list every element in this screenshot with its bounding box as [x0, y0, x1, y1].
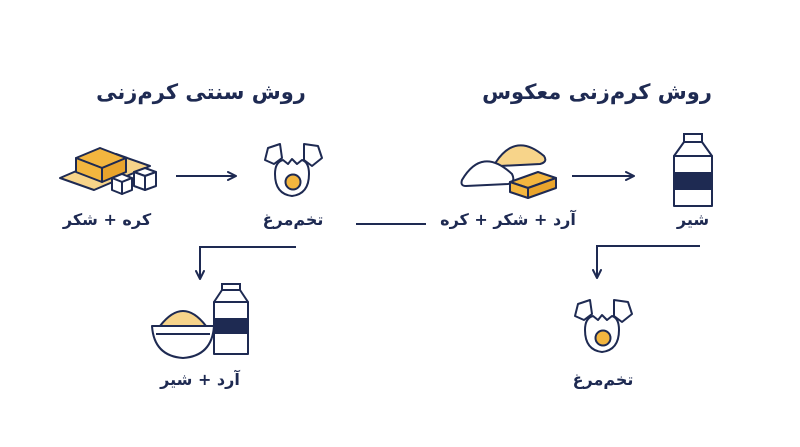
flow-arrow-milk-to-egg: [592, 245, 700, 279]
cracked-egg-icon: [264, 143, 323, 197]
flour-bowl-and-milk-carton-icon: [151, 283, 249, 359]
reverse-step1-label: آرد + شکر + کره: [440, 210, 576, 229]
butter-and-sugar-cubes-icon: [59, 147, 157, 195]
milk-carton-icon: [673, 133, 713, 207]
reverse-method-title: روش کرم‌زنی معکوس: [482, 80, 712, 104]
cracked-egg-icon: [574, 299, 633, 353]
reverse-step2-label: شیر: [676, 210, 710, 229]
traditional-step2-label: تخم‌مرغ: [262, 210, 324, 229]
traditional-step1-label: کره + شکر: [62, 210, 152, 229]
flow-arrow-egg-to-flour-milk: [195, 246, 296, 280]
flour-sugar-butter-pile-icon: [460, 144, 557, 199]
reverse-step3-label: تخم‌مرغ: [572, 370, 634, 389]
traditional-step3-label: آرد + شیر: [160, 370, 240, 389]
traditional-method-title: روش سنتی کرم‌زنی: [96, 80, 306, 104]
